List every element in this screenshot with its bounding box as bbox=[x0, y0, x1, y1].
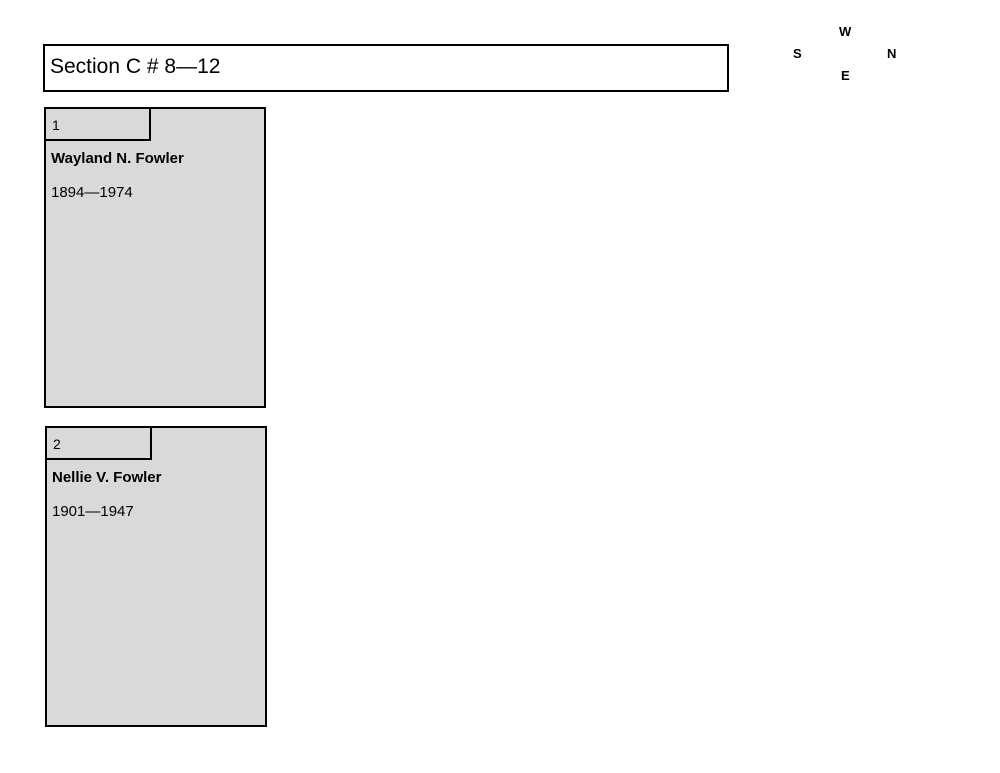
compass-north: N bbox=[887, 46, 897, 61]
compass-south: S bbox=[793, 46, 802, 61]
plot-dates: 1901—1947 bbox=[52, 503, 134, 520]
plot-name: Nellie V. Fowler bbox=[52, 469, 162, 486]
plot-number-box: 1 bbox=[46, 109, 151, 141]
plot-dates: 1894—1974 bbox=[51, 184, 133, 201]
section-title: Section C # 8—12 bbox=[50, 55, 221, 78]
plot-number: 2 bbox=[53, 436, 61, 452]
plot-number-box: 2 bbox=[47, 428, 152, 460]
compass-west: W bbox=[839, 24, 852, 39]
plot-card: 1 Wayland N. Fowler 1894—1974 bbox=[44, 107, 266, 408]
compass-east: E bbox=[841, 68, 850, 83]
section-title-box: Section C # 8—12 bbox=[43, 44, 729, 92]
plot-card: 2 Nellie V. Fowler 1901—1947 bbox=[45, 426, 267, 727]
plot-number: 1 bbox=[52, 117, 60, 133]
plot-name: Wayland N. Fowler bbox=[51, 150, 184, 167]
